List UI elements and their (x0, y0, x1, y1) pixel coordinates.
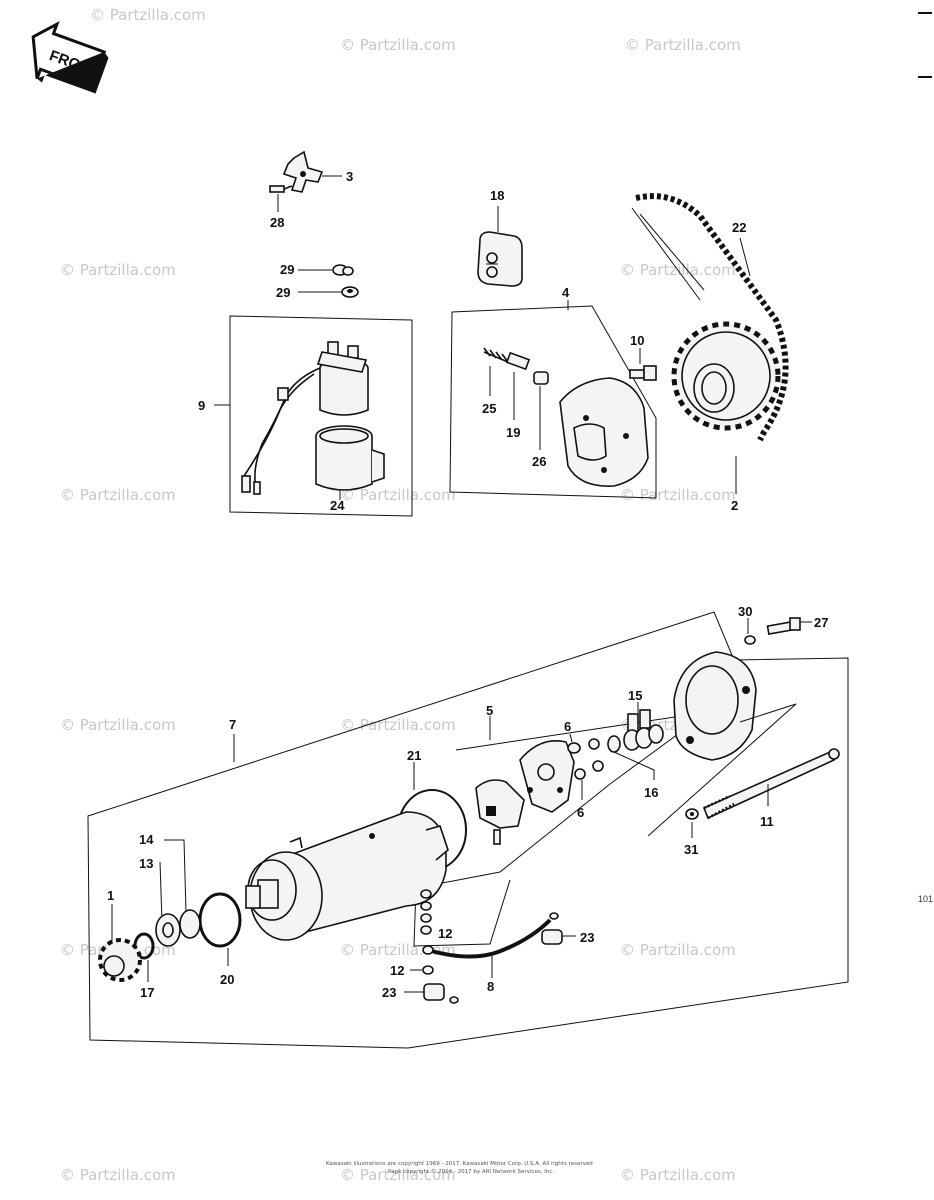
callout-23: 23 (382, 985, 396, 1000)
callout-27: 27 (814, 615, 828, 630)
callout-2: 2 (731, 498, 738, 513)
callout-8: 8 (487, 979, 494, 994)
brush-holder-part-5 (413, 711, 709, 947)
through-bolt-part-11 (685, 748, 840, 838)
watermark: © Partzilla.com (340, 716, 456, 734)
callout-12: 12 (390, 963, 404, 978)
watermark: © Partzilla.com (60, 486, 176, 504)
callout-29: 29 (276, 285, 290, 300)
callout-6: 6 (577, 805, 584, 820)
callout-23: 23 (580, 930, 594, 945)
lead-wire-part-8 (404, 889, 576, 1004)
callout-30: 30 (738, 604, 752, 619)
pinion-gear-part-1 (98, 904, 155, 982)
front-arrow: FRONT (31, 20, 109, 94)
callout-13: 13 (139, 856, 153, 871)
callout-15: 15 (628, 688, 642, 703)
callout-10: 10 (630, 333, 644, 348)
washers-part-15-16 (607, 702, 664, 780)
watermark: © Partzilla.com (340, 941, 456, 959)
callout-20: 20 (220, 972, 234, 987)
callout-3: 3 (346, 169, 353, 184)
callout-17: 17 (140, 985, 154, 1000)
watermark: © Partzilla.com (340, 486, 456, 504)
starter-outline-part-7 (87, 611, 849, 1049)
copyright-line-1: Kawasaki illustrations are copyright 196… (326, 1161, 593, 1167)
watermark: © Partzilla.com (620, 1166, 736, 1184)
watermark: © Partzilla.com (90, 6, 206, 24)
end-housing (647, 651, 797, 837)
nuts-part-29 (298, 264, 359, 298)
callout-24: 24 (330, 498, 345, 513)
washers-part-13-14 (155, 839, 201, 947)
bolt-part-10 (629, 348, 657, 381)
o-ring-part-20 (198, 892, 242, 966)
callout-18: 18 (490, 188, 504, 203)
callout-5: 5 (486, 703, 493, 718)
sprocket-part-2 (671, 321, 781, 494)
page-number: 101 (918, 894, 933, 904)
callout-11: 11 (760, 814, 774, 829)
copyright-line-2: Page copyright © 2004 - 2017 by ARI Netw… (388, 1168, 554, 1175)
starter-motor-body (245, 811, 449, 941)
callout-labels: 3 28 29 29 18 4 22 10 9 25 19 26 24 2 30… (107, 169, 828, 1000)
callout-25: 25 (482, 401, 496, 416)
callout-14: 14 (139, 832, 154, 847)
watermark: © Partzilla.com (60, 1166, 176, 1184)
callout-29: 29 (280, 262, 294, 277)
watermark: © Partzilla.com (60, 261, 176, 279)
watermarks: © Partzilla.com © Partzilla.com © Partzi… (60, 6, 741, 1184)
bracket-part-3 (269, 150, 342, 212)
callout-22: 22 (732, 220, 746, 235)
solenoid-assembly-part-9 (214, 315, 413, 517)
callout-4: 4 (562, 285, 570, 300)
chain-part-22 (631, 193, 789, 442)
clutch-assembly-part-4 (449, 300, 657, 499)
callout-9: 9 (198, 398, 205, 413)
watermark: © Partzilla.com (340, 1166, 456, 1184)
watermark: © Partzilla.com (60, 716, 176, 734)
callout-28: 28 (270, 215, 284, 230)
watermark: © Partzilla.com (625, 36, 741, 54)
callout-12: 12 (438, 926, 452, 941)
watermark: © Partzilla.com (620, 941, 736, 959)
margin-marks (918, 12, 932, 78)
callout-6: 6 (564, 719, 571, 734)
callout-7: 7 (229, 717, 236, 732)
callout-1: 1 (107, 888, 114, 903)
watermark: © Partzilla.com (340, 36, 456, 54)
callout-21: 21 (407, 748, 421, 763)
callout-26: 26 (532, 454, 546, 469)
callout-16: 16 (644, 785, 658, 800)
callout-31: 31 (684, 842, 698, 857)
cover-part-18 (477, 206, 523, 287)
bolt-part-27 (744, 617, 812, 645)
callout-19: 19 (506, 425, 520, 440)
watermark: © Partzilla.com (620, 486, 736, 504)
